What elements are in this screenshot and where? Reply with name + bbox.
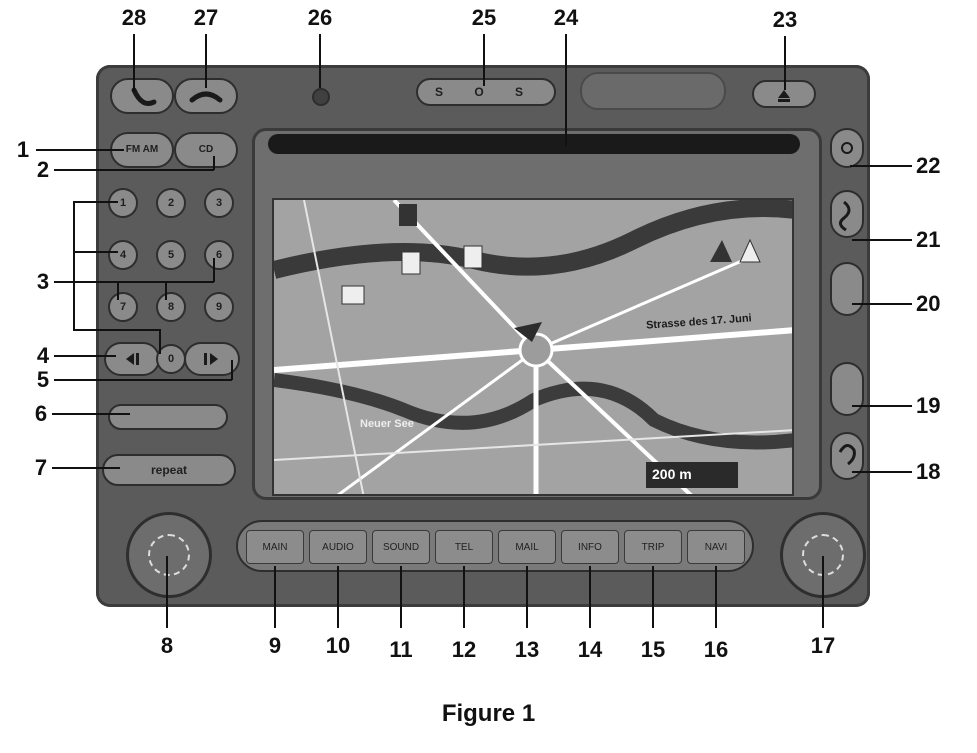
seek-forward-button[interactable] xyxy=(184,342,240,376)
info-key[interactable]: INFO xyxy=(561,530,619,564)
callout-14: 14 xyxy=(577,637,603,662)
lake-label: Neuer See xyxy=(360,418,414,430)
preset-key-8[interactable]: 8 xyxy=(156,292,186,322)
return-arrow-icon xyxy=(838,444,856,466)
callout-1: 1 xyxy=(16,137,30,162)
callout-26: 26 xyxy=(307,5,333,30)
navi-key[interactable]: NAVI xyxy=(687,530,745,564)
callout-23: 23 xyxy=(772,7,798,32)
callout-4: 4 xyxy=(36,343,50,368)
seek-back-icon xyxy=(126,353,139,365)
callout-19: 19 xyxy=(916,393,941,418)
blank-panel xyxy=(580,72,726,110)
blank-bar-button[interactable] xyxy=(108,404,228,430)
callout-22: 22 xyxy=(916,153,941,178)
callout-3: 3 xyxy=(36,269,50,294)
eject-icon xyxy=(778,90,790,102)
main-key[interactable]: MAIN xyxy=(246,530,304,564)
preset-key-5[interactable]: 5 xyxy=(156,240,186,270)
navigation-map: Strasse des 17. Juni Neuer See 200 m xyxy=(272,198,794,496)
preset-key-4[interactable]: 4 xyxy=(108,240,138,270)
callout-24: 24 xyxy=(553,5,579,30)
preset-key-7[interactable]: 7 xyxy=(108,292,138,322)
callout-6: 6 xyxy=(34,401,48,426)
callout-16: 16 xyxy=(703,637,729,662)
callout-17: 17 xyxy=(810,633,836,658)
sun-icon xyxy=(841,142,853,154)
preset-key-2[interactable]: 2 xyxy=(156,188,186,218)
repeat-button[interactable]: repeat xyxy=(102,454,236,486)
callout-20: 20 xyxy=(916,291,941,316)
sound-key[interactable]: SOUND xyxy=(372,530,430,564)
callout-5: 5 xyxy=(36,367,50,392)
callout-15: 15 xyxy=(640,637,666,662)
seek-forward-icon xyxy=(204,353,218,365)
phone-hangup-button[interactable] xyxy=(174,78,238,114)
callout-25: 25 xyxy=(471,5,497,30)
callout-21: 21 xyxy=(916,227,941,252)
map-mode-button[interactable] xyxy=(830,262,864,316)
callout-2: 2 xyxy=(36,157,50,182)
callout-28: 28 xyxy=(121,5,147,30)
callout-8: 8 xyxy=(160,633,174,658)
cd-button[interactable]: CD xyxy=(174,132,238,168)
info-button[interactable] xyxy=(830,362,864,416)
indicator-led xyxy=(312,88,330,106)
route-icon xyxy=(839,200,851,232)
phone-hangup-icon xyxy=(189,91,223,103)
map-graphic xyxy=(274,200,792,494)
knob-marking-icon xyxy=(148,534,190,576)
preset-key-6[interactable]: 6 xyxy=(204,240,234,270)
mail-key[interactable]: MAIL xyxy=(498,530,556,564)
callout-7: 7 xyxy=(34,455,48,480)
callout-27: 27 xyxy=(193,5,219,30)
callout-13: 13 xyxy=(514,637,540,662)
tel-key[interactable]: TEL xyxy=(435,530,493,564)
preset-key-3[interactable]: 3 xyxy=(204,188,234,218)
callout-18: 18 xyxy=(916,459,941,484)
callout-11: 11 xyxy=(389,637,413,662)
trip-key[interactable]: TRIP xyxy=(624,530,682,564)
sos-button[interactable]: S O S xyxy=(416,78,556,106)
callout-12: 12 xyxy=(451,637,477,662)
callout-10: 10 xyxy=(325,633,351,658)
preset-key-1[interactable]: 1 xyxy=(108,188,138,218)
callout-9: 9 xyxy=(268,633,282,658)
preset-key-9[interactable]: 9 xyxy=(204,292,234,322)
figure-caption: Figure 1 xyxy=(441,700,536,727)
phone-pickup-icon xyxy=(131,87,157,106)
phone-call-button[interactable] xyxy=(110,78,174,114)
left-rotary-knob[interactable] xyxy=(126,512,212,598)
audio-key[interactable]: AUDIO xyxy=(309,530,367,564)
brightness-button[interactable] xyxy=(830,128,864,168)
cd-slot xyxy=(268,134,800,154)
route-button[interactable] xyxy=(830,190,864,238)
map-scale: 200 m xyxy=(652,466,692,482)
